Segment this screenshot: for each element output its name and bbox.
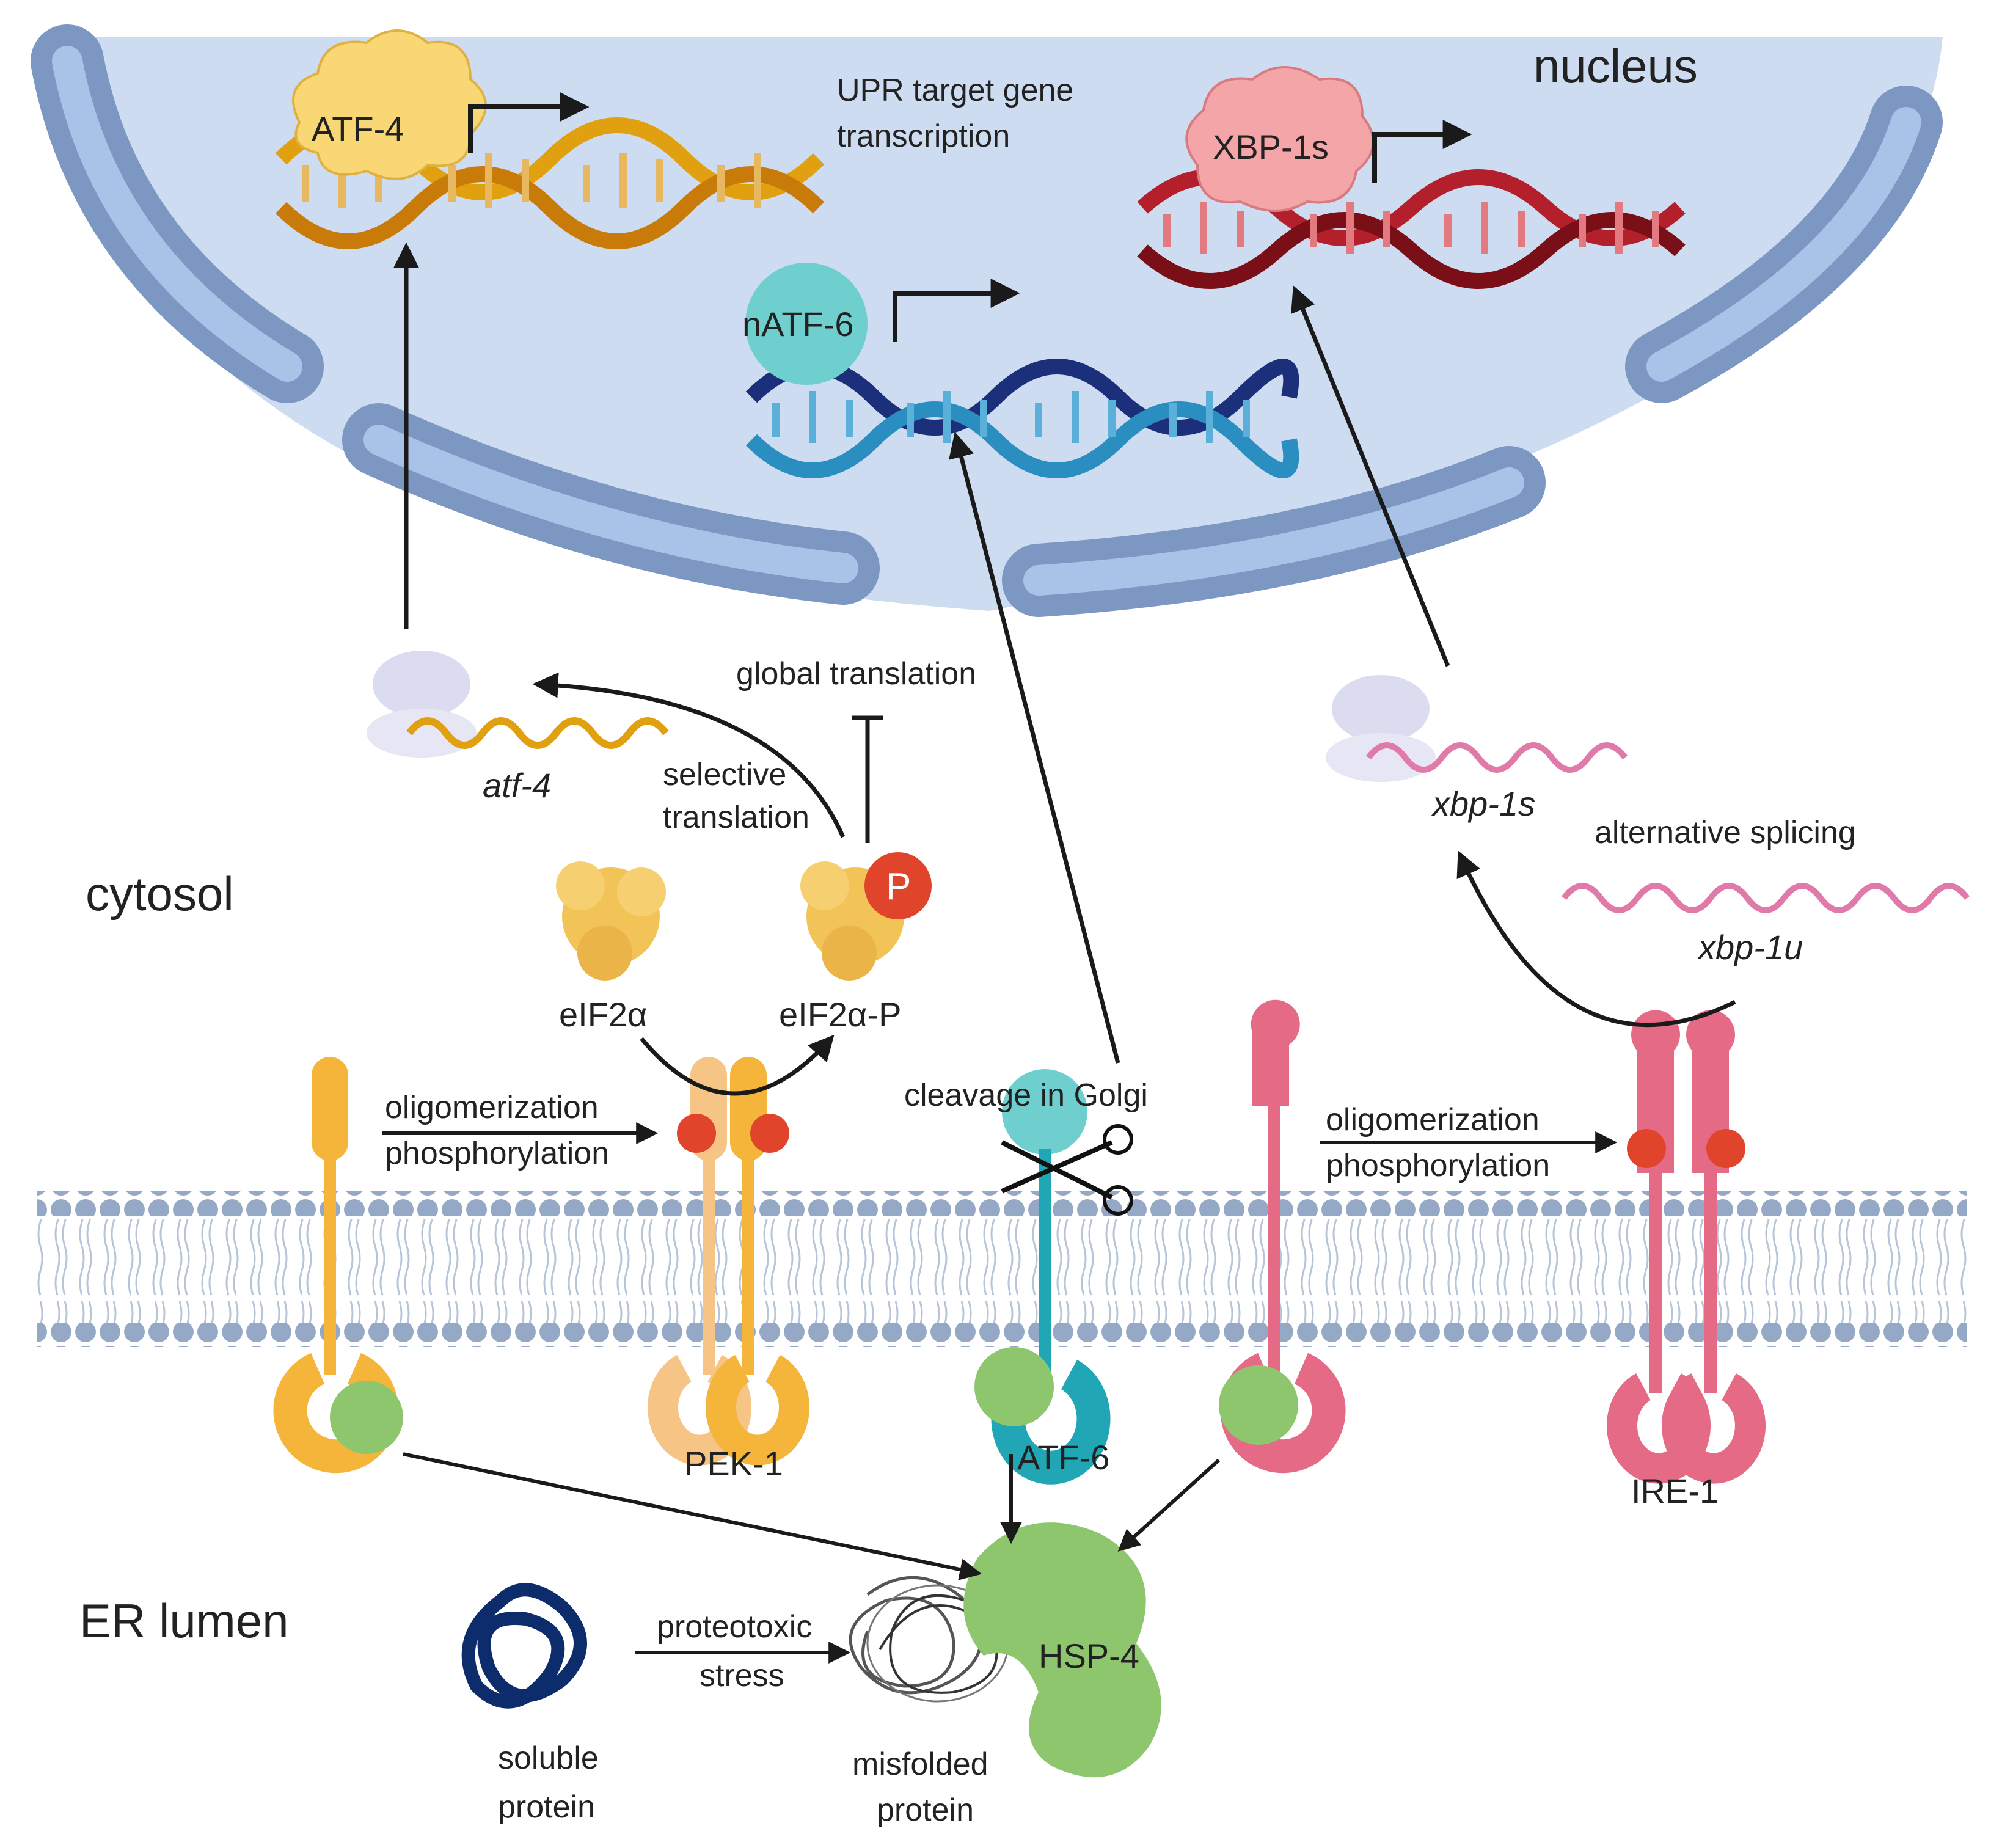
tss-arrow-xbp1s <box>1372 120 1472 183</box>
natf6-factor-label: nATF-6 <box>742 305 854 343</box>
cleavage-in-golgi-label: cleavage in Golgi <box>904 1078 1148 1113</box>
ire1-monomer <box>1219 999 1346 1474</box>
cytosol-label: cytosol <box>86 867 234 921</box>
pek1-phosphorylation-label: phosphorylation <box>385 1136 609 1171</box>
xbp1u-mrna <box>1562 883 1970 913</box>
eif2a-protein <box>556 861 666 981</box>
ribosome-xbp1s <box>1326 675 1436 782</box>
atf6-sensor <box>974 1069 1111 1485</box>
proteotoxic-stress-line1: proteotoxic <box>657 1609 812 1645</box>
eif2a-label: eIF2α <box>559 995 647 1034</box>
pek1-dimer <box>648 1057 809 1466</box>
xbp1s-factor-label: XBP-1s <box>1213 128 1329 166</box>
er-membrane <box>37 1191 1967 1347</box>
er-lumen-label: ER lumen <box>79 1594 288 1648</box>
selective-translation-line1: selective <box>663 757 786 792</box>
pek1-monomer <box>273 1057 403 1474</box>
arrow-eif2a-phosphorylation <box>640 1034 835 1096</box>
arrow-ire1-splicing <box>1456 850 1736 1028</box>
natf6-factor: nATF-6 <box>742 263 868 385</box>
arrow-atf6-cleavage-to-nucleus <box>949 431 1120 1064</box>
atf4-mrna <box>406 717 669 749</box>
atf4-factor: ATF-4 <box>292 29 487 180</box>
phospho-badge-label: P <box>886 866 911 908</box>
soluble-protein <box>461 1583 587 1709</box>
phospho-badge-eif2a: P <box>864 852 932 919</box>
arrow-pek1-chaperone-to-hsp4 <box>403 1452 982 1580</box>
soluble-protein-line1: soluble <box>498 1740 599 1776</box>
selective-translation-line2: translation <box>663 800 809 835</box>
xbp1s-mrna <box>1366 742 1628 773</box>
soluble-protein-line2: protein <box>498 1789 595 1825</box>
arrow-eif2ap-selective-translation <box>532 672 846 838</box>
ire1-dimer <box>1607 1010 1766 1484</box>
arrow-xbp1s-to-nucleus <box>1291 285 1450 667</box>
misfolded-protein-line1: misfolded <box>852 1747 988 1782</box>
atf6-label: ATF-6 <box>1017 1438 1109 1477</box>
pek1-oligomerization-label: oligomerization <box>385 1090 599 1125</box>
ire1-label: IRE-1 <box>1631 1472 1719 1510</box>
dna-helix-atf6 <box>745 359 1299 478</box>
atf4-factor-label: ATF-4 <box>312 109 404 148</box>
global-translation-label: global translation <box>736 656 976 692</box>
scissors-icon <box>1001 1124 1133 1216</box>
arrow-ire1-chaperone-to-hsp4 <box>1117 1458 1221 1552</box>
global-translation-inhibition <box>852 715 883 843</box>
ribosome-atf4 <box>367 651 477 758</box>
eif2a-p-label: eIF2α-P <box>779 995 901 1034</box>
ire1-oligomerization-label: oligomerization <box>1326 1102 1540 1138</box>
xbp1s-factor: XBP-1s <box>1185 66 1375 212</box>
alternative-splicing-label: alternative splicing <box>1595 815 1856 850</box>
tss-arrow-natf6 <box>893 279 1020 342</box>
xbp1u-mrna-label: xbp-1u <box>1697 928 1803 966</box>
upr-label-line2: transcription <box>837 119 1010 154</box>
misfolded-protein-line2: protein <box>877 1792 974 1828</box>
pathway-arrows <box>382 242 1736 1664</box>
hsp4-chaperone <box>963 1522 1161 1778</box>
hsp4-label: HSP-4 <box>1039 1637 1139 1675</box>
pek1-label: PEK-1 <box>684 1444 783 1483</box>
tss-arrow-atf4 <box>468 92 590 153</box>
xbp1s-mrna-label: xbp-1s <box>1431 784 1535 823</box>
nucleus-label: nucleus <box>1533 39 1698 93</box>
atf4-mrna-label: atf-4 <box>483 766 551 805</box>
ire1-phosphorylation-label: phosphorylation <box>1326 1148 1550 1183</box>
proteotoxic-stress-line2: stress <box>700 1658 784 1693</box>
upr-label-line1: UPR target gene <box>837 73 1073 108</box>
